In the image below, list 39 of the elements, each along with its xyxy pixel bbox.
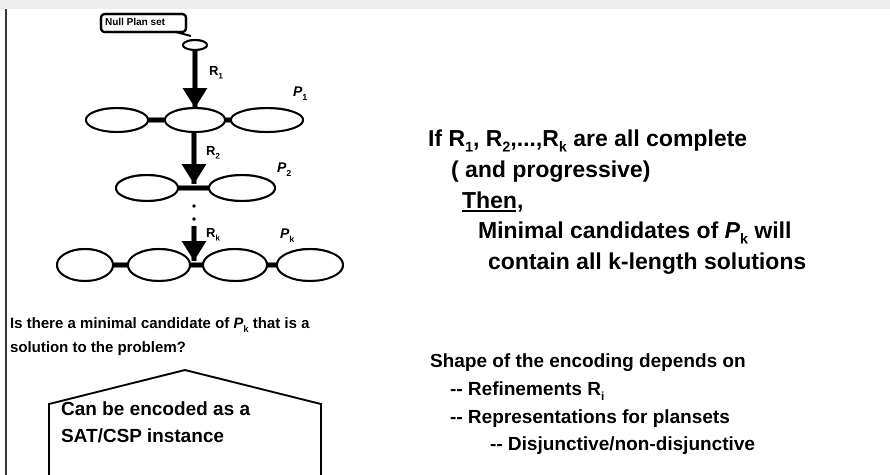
list-item: -- Disjunctive/non-disjunctive: [490, 435, 755, 456]
plan-ellipse: [202, 248, 268, 282]
edge-label: R$_{1}$: [209, 64, 223, 82]
conclusion-text: contain all k-length solutions: [488, 249, 806, 274]
question-text: Is there a minimal candidate of P$_{k}$ that is a solution to the problem?: [10, 314, 310, 358]
note-heading: Shape of the encoding depends on: [430, 352, 746, 373]
plan-set-label: P$_{2}$: [277, 160, 292, 178]
plan-ellipse: [56, 248, 114, 282]
plan-ellipse: [182, 38, 208, 52]
callout-text: Null Plan set: [105, 17, 166, 28]
callout-box: [100, 13, 187, 33]
plan-ellipse: [84, 106, 150, 134]
connector-bar: [190, 262, 203, 268]
connector-bar: [148, 118, 165, 122]
plan-set-label: P$_{k}$: [280, 226, 294, 244]
plan-ellipse: [164, 106, 226, 134]
condition-text: ( and progressive): [451, 157, 650, 182]
connector-bar: [267, 262, 277, 268]
conclusion-text: Minimal candidates of P$_{k}$ will: [478, 218, 792, 248]
pentagon-box: [48, 369, 322, 475]
then-text: Then,: [462, 188, 524, 214]
list-item: -- Refinements R$_{i}$: [450, 380, 604, 404]
plan-set-label: P$_{1}$: [293, 84, 308, 102]
arrow: [182, 51, 208, 108]
arrow: [182, 133, 206, 184]
connector-bar: [113, 262, 128, 268]
edge-label: R$_{2}$: [206, 144, 220, 162]
plan-ellipse: [230, 106, 304, 134]
plan-ellipse: [208, 174, 276, 202]
arrow: [182, 226, 206, 261]
edge-label: R$_{k}$: [206, 226, 220, 244]
plan-ellipse: [276, 248, 344, 282]
box-text: Can be encoded as a SAT/CSP instance: [61, 398, 252, 449]
plan-ellipse: [126, 248, 192, 282]
plan-ellipse: [114, 174, 180, 202]
condition-text: If R$_{1}$, R$_{2}$,...,R$_{k}$ are all complete: [428, 126, 748, 156]
list-item: -- Representations for plansets: [450, 408, 730, 429]
connector-bar: [178, 186, 209, 190]
connector-bar: [225, 118, 231, 122]
